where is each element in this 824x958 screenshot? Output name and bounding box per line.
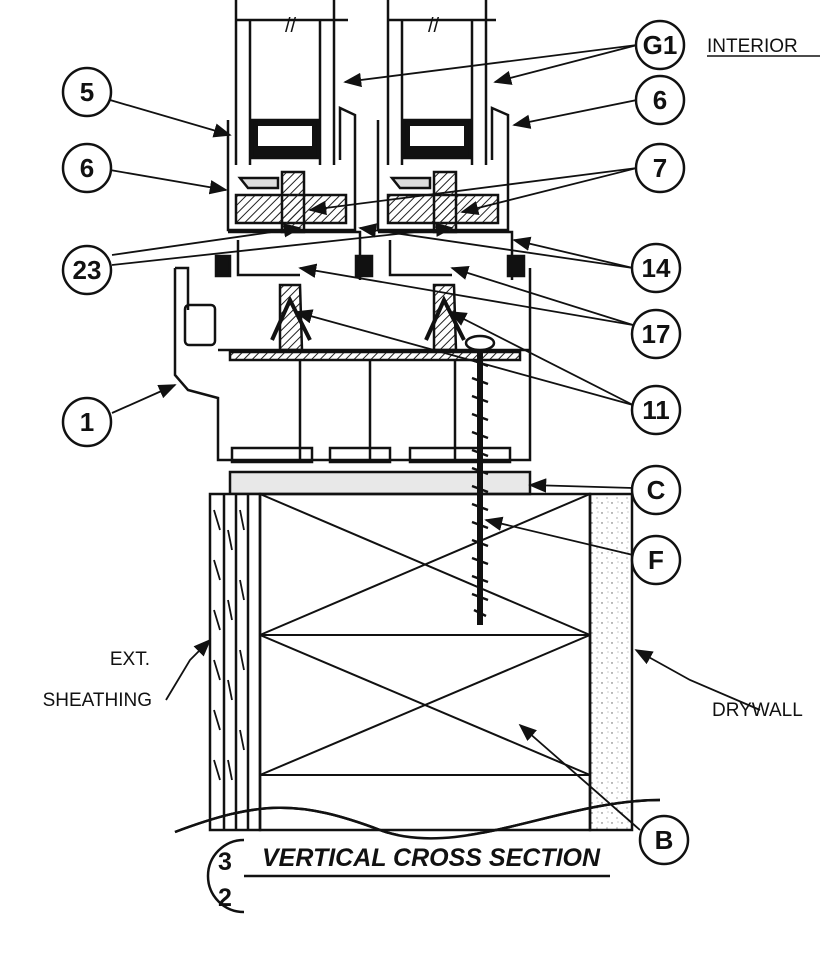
- svg-text:F: F: [648, 545, 664, 575]
- svg-text:11: 11: [642, 395, 670, 425]
- section-title: VERTICAL CROSS SECTION: [262, 844, 601, 872]
- callout-f: F: [630, 534, 682, 586]
- section-marker: 3 2 VERTICAL CROSS SECTION: [206, 838, 610, 914]
- svg-text:14: 14: [642, 253, 671, 283]
- callout-6-left: 6: [61, 142, 113, 194]
- ext-sheathing-label-line1: EXT.: [110, 649, 150, 670]
- callout-7: 7: [634, 142, 686, 194]
- glass-unit-right: //: [386, 0, 496, 165]
- callout-14: 14: [630, 242, 682, 294]
- section-sheet: 2: [218, 884, 232, 912]
- svg-text:B: B: [655, 825, 674, 855]
- callout-6-right: 6: [634, 74, 686, 126]
- svg-text:G1: G1: [643, 30, 678, 60]
- callout-23: 23: [61, 244, 113, 296]
- callout-17: 17: [630, 308, 682, 360]
- svg-text://: //: [285, 15, 297, 37]
- svg-text:6: 6: [653, 85, 667, 115]
- svg-text://: //: [428, 15, 440, 37]
- wood-blocking-b: [258, 492, 592, 832]
- exterior-sheathing: [208, 492, 262, 832]
- sash-profile-left: [226, 106, 357, 234]
- ext-sheathing-label-line2: SHEATHING: [43, 690, 152, 711]
- callout-1: 1: [61, 396, 113, 448]
- svg-text:1: 1: [80, 407, 94, 437]
- callout-5: 5: [61, 66, 113, 118]
- section-number: 3: [218, 848, 232, 876]
- svg-text:C: C: [647, 475, 666, 505]
- svg-text:23: 23: [73, 255, 102, 285]
- svg-text:6: 6: [80, 153, 94, 183]
- glass-unit-left: //: [234, 0, 348, 165]
- svg-text:17: 17: [642, 319, 671, 349]
- leader-lines: [109, 44, 761, 831]
- callout-c: C: [630, 464, 682, 516]
- callout-g1: G1: [634, 19, 686, 71]
- callout-b: B: [638, 814, 690, 866]
- callout-11: 11: [630, 384, 682, 436]
- svg-text:7: 7: [653, 153, 667, 183]
- drywall-label: DRYWALL: [712, 700, 803, 721]
- interior-label: INTERIOR: [707, 36, 798, 57]
- drywall: [588, 492, 634, 832]
- svg-text:5: 5: [80, 77, 94, 107]
